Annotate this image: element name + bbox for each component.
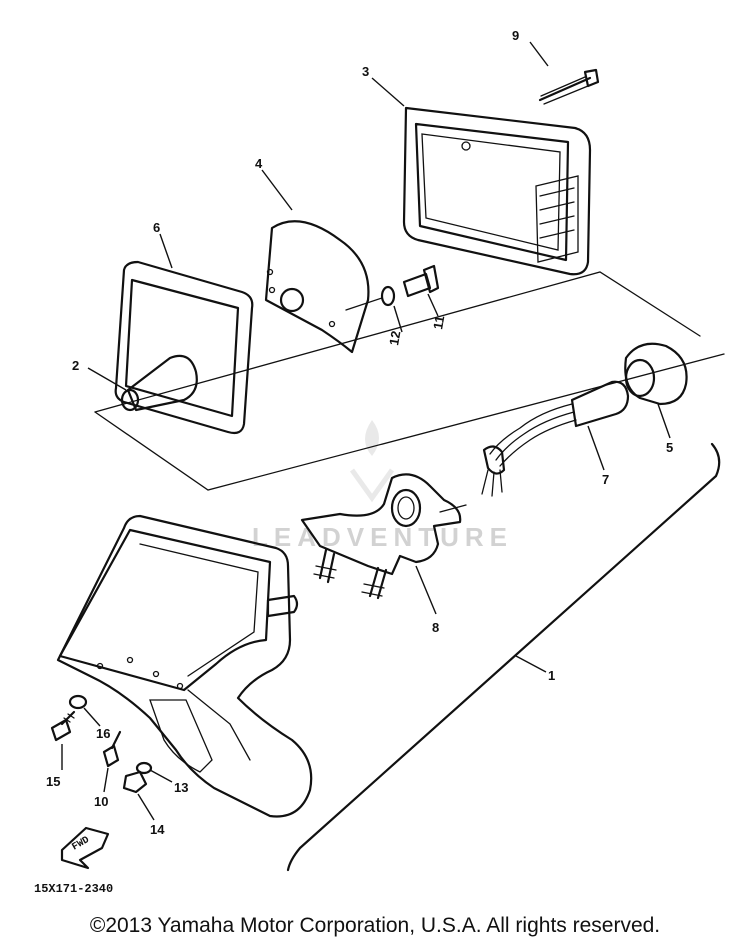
copyright-notice: ©2013 Yamaha Motor Corporation, U.S.A. A… [89, 914, 661, 937]
leader-8 [415, 565, 437, 615]
assembly-bracket-line [286, 442, 721, 872]
screw-11 [402, 264, 440, 298]
washer-13 [135, 761, 153, 775]
callout-1: 1 [548, 668, 555, 683]
socket-boot-5 [624, 342, 688, 406]
screw-16 [68, 694, 88, 710]
group-boundary-bottom [94, 353, 725, 491]
watermark-text: LEADVENTURE [252, 522, 513, 552]
callout-15: 15 [46, 774, 60, 789]
screw-10 [102, 730, 122, 768]
callout-10: 10 [94, 794, 108, 809]
callout-11: 11 [430, 314, 447, 330]
lamp-housing [402, 106, 592, 276]
callout-5: 5 [666, 440, 673, 455]
tail-light-base [56, 514, 313, 818]
leader-10 [103, 767, 109, 793]
screw-15 [50, 710, 76, 742]
leader-7 [587, 425, 605, 471]
fwd-arrow-icon: FWD [60, 826, 110, 870]
callout-6: 6 [153, 220, 160, 235]
callout-13: 13 [174, 780, 188, 795]
fwd-label: FWD [71, 835, 92, 854]
callout-12: 12 [386, 330, 403, 347]
bracket-8 [300, 473, 462, 600]
callout-4: 4 [255, 156, 263, 171]
lens-frame [114, 260, 254, 435]
callout-7: 7 [602, 472, 609, 487]
leader-2 [87, 367, 127, 391]
bulb-2 [120, 354, 198, 412]
callout-2: 2 [72, 358, 79, 373]
nut-14 [122, 770, 148, 794]
callout-3: 3 [362, 64, 369, 79]
leader-3 [371, 77, 405, 107]
leader-11 [427, 293, 439, 317]
leader-4 [261, 169, 293, 211]
group-boundary-line [439, 504, 467, 513]
leader-5 [657, 403, 671, 439]
callout-9: 9 [512, 28, 519, 43]
socket-wiring-7 [481, 380, 630, 497]
leader-14 [137, 793, 155, 821]
reflector-plate [264, 220, 370, 354]
washer-12 [345, 285, 396, 311]
leader-13 [149, 769, 173, 783]
group-boundary-top [94, 271, 701, 413]
leader-6 [159, 233, 173, 269]
bolt-9 [538, 68, 600, 105]
callout-8: 8 [432, 620, 439, 635]
leader-12 [393, 305, 403, 333]
watermark-logo [349, 420, 395, 503]
callout-14: 14 [150, 822, 165, 837]
drawing-number: 15X171-2340 [34, 882, 113, 896]
callout-16: 16 [96, 726, 110, 741]
leader-9 [529, 41, 549, 67]
leader-16 [83, 707, 101, 727]
leader-1 [515, 655, 547, 673]
